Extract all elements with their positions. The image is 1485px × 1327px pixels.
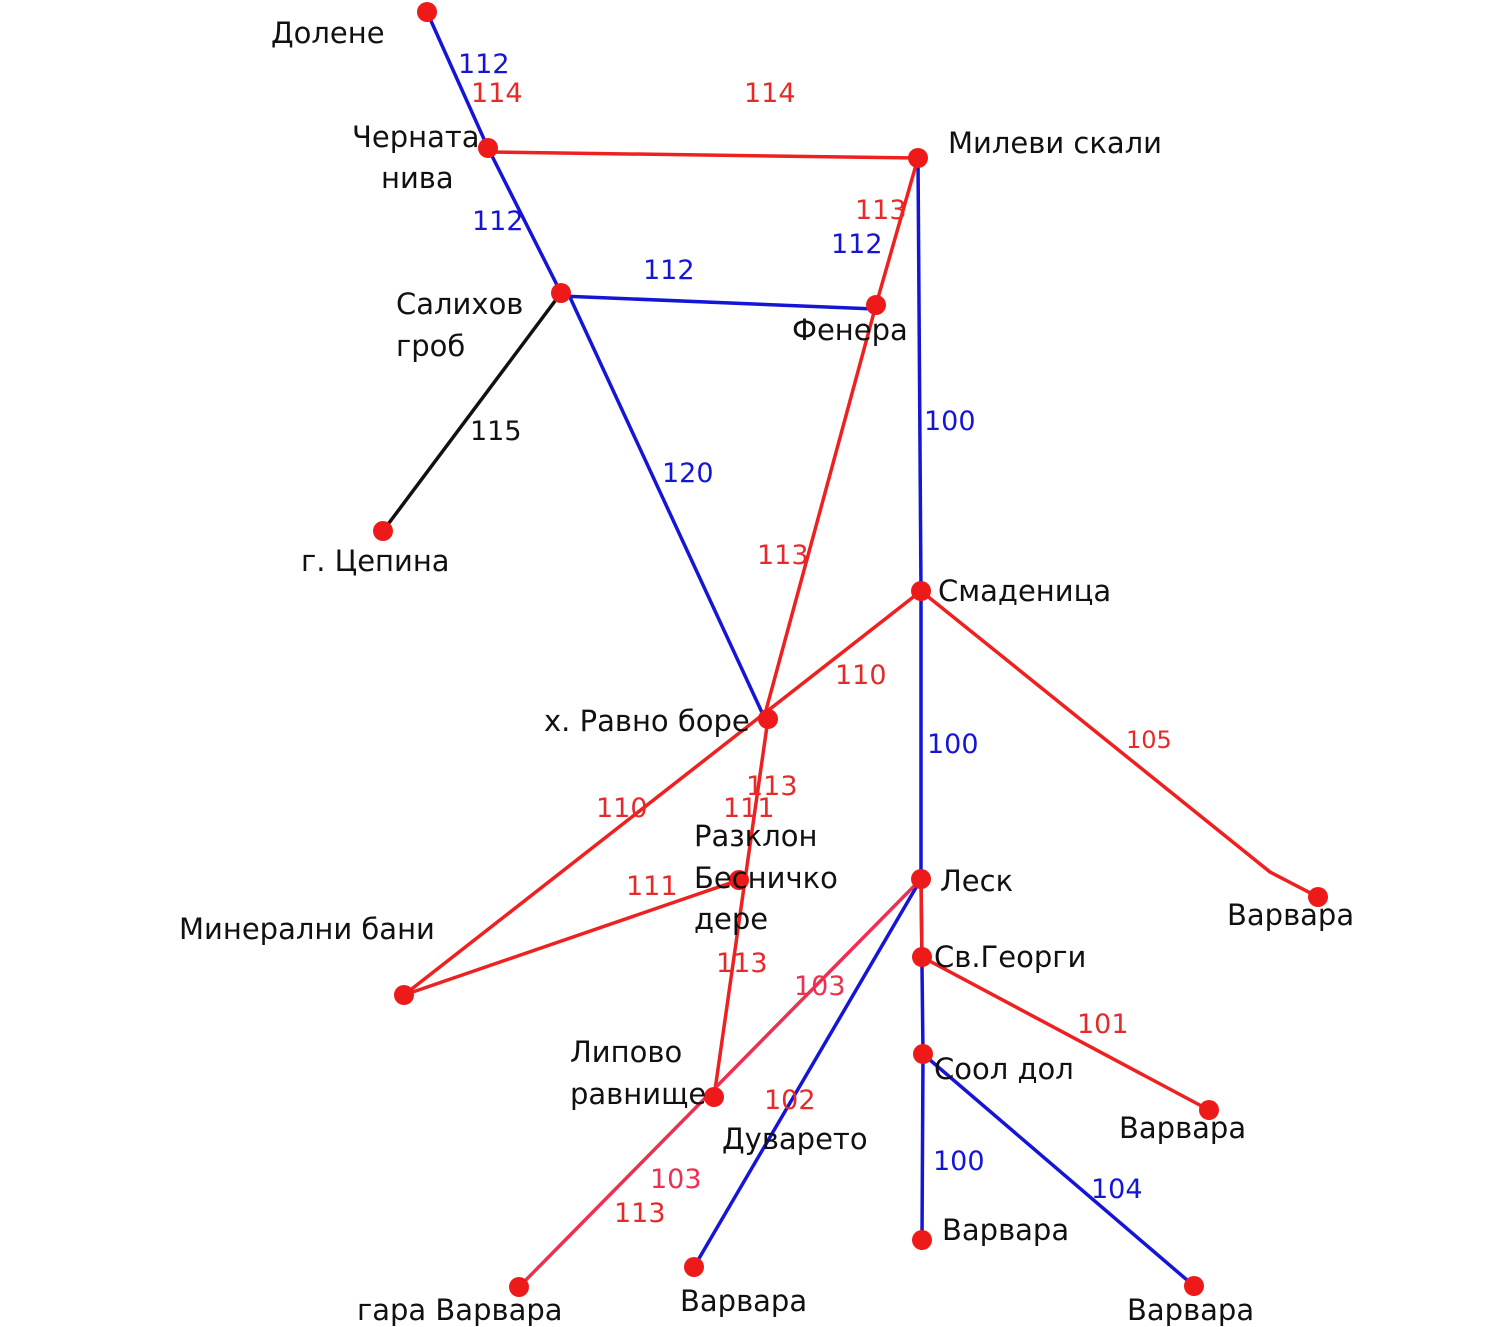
- label-g-tsepina: г. Цепина: [301, 544, 450, 578]
- route-label-100: 100: [927, 729, 979, 760]
- label-salihov-grob-1: Салихов: [396, 287, 523, 321]
- node-salihov-grob: [551, 283, 571, 303]
- route-label-103: 103: [650, 1164, 702, 1195]
- label-sv-georgi: Св.Георги: [934, 940, 1086, 974]
- edge-smadenitsa-mineralni-bani: [402, 589, 923, 997]
- edge-lesk-varvara-102: [692, 877, 923, 1269]
- edge-chernata-niva-milevi-skali: [486, 150, 920, 160]
- route-label-113: 113: [855, 195, 907, 226]
- route-label-112: 112: [831, 229, 883, 260]
- node-g-tsepina: [373, 521, 393, 541]
- route-label-114: 114: [471, 78, 523, 109]
- route-label-103: 103: [794, 971, 846, 1002]
- node-ravno-bore: [758, 709, 778, 729]
- label-milevi-skali: Милеви скали: [948, 126, 1162, 160]
- node-mineralni-bani: [394, 985, 414, 1005]
- route-label-100: 100: [933, 1146, 985, 1177]
- route-labels: 112 114 114 112 113 112 112 100 115 120 …: [458, 49, 1172, 1229]
- edge-sv-georgi-varvara-101: [920, 955, 1211, 1112]
- edge-smadenitsa-varvara-105: [919, 589, 1272, 874]
- route-label-112: 112: [472, 206, 524, 237]
- edges: [381, 10, 1320, 1289]
- node-smadenitsa: [911, 581, 931, 601]
- edge-fenera-ravno-bore: [763, 303, 878, 716]
- edge-lesk-gara-varvara: [517, 877, 923, 1289]
- route-label-120: 120: [662, 458, 714, 489]
- route-label-111: 111: [723, 793, 775, 824]
- edge-dolene-chernata-niva: [425, 10, 490, 150]
- route-label-113: 113: [746, 771, 798, 802]
- label-fenera: Фенера: [792, 313, 908, 347]
- label-mineralni-bani: Минерални бани: [179, 912, 435, 946]
- edge-salihov-grob-fenera: [559, 294, 877, 311]
- label-lipovo-ravnishte-1: Липово: [570, 1035, 682, 1069]
- label-lipovo-ravnishte-2: равнище: [570, 1077, 706, 1111]
- node-sv-georgi: [912, 947, 932, 967]
- edge-sool-dol-varvara: [920, 1052, 925, 1242]
- route-label-113: 113: [757, 540, 809, 571]
- edge-salihov-grob-g-tsepina: [381, 291, 563, 533]
- route-label-104: 104: [1091, 1174, 1143, 1205]
- route-label-115: 115: [470, 416, 522, 447]
- edge-chernata-niva-salihov-grob: [486, 146, 563, 295]
- route-label-101: 101: [1077, 1009, 1129, 1040]
- node-lesk: [911, 869, 931, 889]
- route-label-113: 113: [716, 948, 768, 979]
- label-chernata-niva-1: Черната: [352, 120, 480, 154]
- label-lesk: Леск: [940, 864, 1013, 898]
- label-varvara-104: Варвара: [1127, 1293, 1254, 1327]
- node-varvara-101: [1199, 1100, 1219, 1120]
- node-varvara-105: [1308, 887, 1328, 907]
- label-razklon-3: дере: [694, 902, 768, 936]
- route-label-102: 102: [764, 1085, 816, 1116]
- label-varvara-102: Варвара: [680, 1284, 807, 1318]
- label-razklon-2: Бесничко: [694, 861, 838, 895]
- edge-milevi-skali-smadenitsa: [916, 156, 923, 593]
- label-razklon-1: Разклон: [694, 819, 817, 853]
- node-fenera: [866, 295, 886, 315]
- label-dolene: Долене: [271, 16, 385, 50]
- place-labels: Долене Черната нива Милеви скали Салихов…: [179, 16, 1354, 1327]
- label-smadenitsa: Смаденица: [938, 574, 1111, 608]
- label-sool-dol: Соол дол: [934, 1052, 1074, 1086]
- node-dolene: [417, 2, 437, 22]
- node-sool-dol: [913, 1044, 933, 1064]
- node-milevi-skali: [908, 148, 928, 168]
- label-salihov-grob-2: гроб: [396, 329, 465, 363]
- route-label-112: 112: [458, 49, 510, 80]
- route-label-114: 114: [744, 78, 796, 109]
- edge-milevi-skali-fenera: [874, 156, 920, 307]
- route-label-113: 113: [614, 1198, 666, 1229]
- route-label-111: 111: [626, 871, 678, 902]
- label-ravno-bore: х. Равно боре: [544, 704, 750, 738]
- edge-razklon-mineralni-bani: [402, 878, 741, 997]
- label-varvara-105: Варвара: [1227, 898, 1354, 932]
- node-lipovo-ravnishte: [704, 1087, 724, 1107]
- route-label-112: 112: [643, 255, 695, 286]
- route-label-105: 105: [1126, 726, 1172, 754]
- node-varvara-104: [1184, 1276, 1204, 1296]
- route-label-110: 110: [596, 793, 648, 824]
- node-varvara-102: [684, 1257, 704, 1277]
- edge-lesk-sv-georgi: [919, 877, 924, 959]
- label-duvareto: Дуварето: [722, 1122, 868, 1156]
- label-chernata-niva-2: нива: [381, 161, 454, 195]
- label-varvara-100: Варвара: [942, 1213, 1069, 1247]
- label-gara-varvara: гара Варвара: [357, 1293, 563, 1327]
- node-gara-varvara: [509, 1277, 529, 1297]
- nodes: [373, 2, 1328, 1297]
- node-varvara-100: [912, 1230, 932, 1250]
- edge-ravno-bore-lipovo-ravnishte: [712, 717, 770, 1099]
- route-label-100: 100: [924, 406, 976, 437]
- route-label-110: 110: [835, 660, 887, 691]
- edge-salihov-grob-ravno-bore: [566, 291, 767, 721]
- node-chernata-niva: [478, 138, 498, 158]
- edge-sool-dol-varvara-104: [921, 1052, 1196, 1288]
- label-varvara-101: Варвара: [1119, 1111, 1246, 1145]
- node-razklon: [729, 870, 749, 890]
